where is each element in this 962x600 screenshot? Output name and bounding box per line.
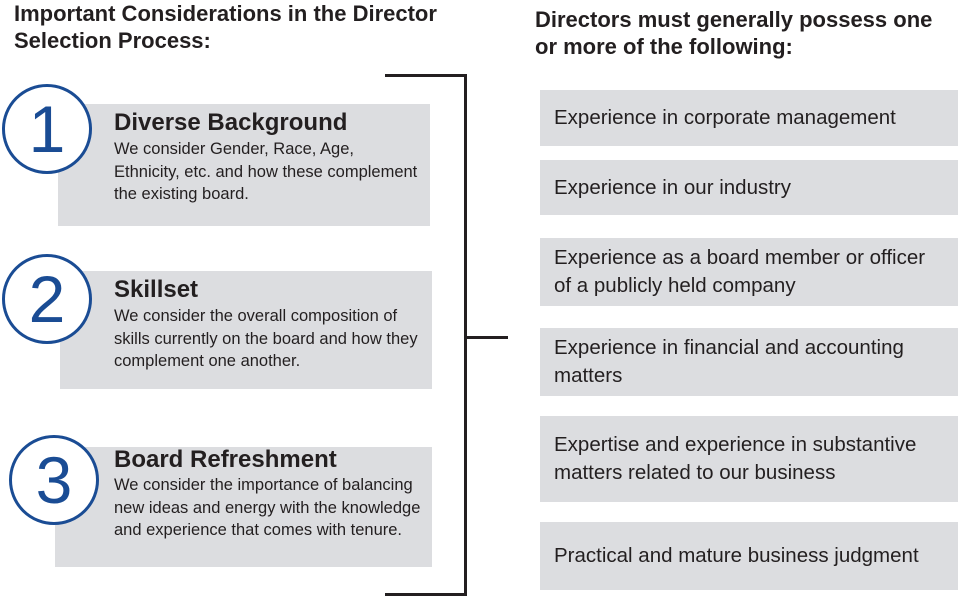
number-circle-3: 3: [9, 435, 99, 525]
requirement-item-5: Expertise and experience in substantive …: [540, 416, 958, 502]
requirement-item-1: Experience in corporate management: [540, 90, 958, 146]
bracket-connector: [464, 336, 508, 339]
bracket-bottom: [385, 593, 467, 596]
requirement-item-6: Practical and mature business judgment: [540, 522, 958, 590]
requirement-item-3: Experience as a board member or officer …: [540, 238, 958, 306]
requirement-item-4: Experience in financial and accounting m…: [540, 328, 958, 396]
consideration-title-1: Diverse Background: [114, 109, 348, 136]
consideration-desc-1: We consider Gender, Race, Age, Ethnicity…: [114, 140, 418, 203]
bracket-vertical: [464, 74, 467, 596]
consideration-box-2: [60, 271, 432, 389]
consideration-box-1: [58, 104, 430, 226]
left-heading: Important Considerations in the Director…: [14, 1, 437, 53]
bracket-top: [385, 74, 467, 77]
number-circle-2: 2: [2, 254, 92, 344]
number-circle-1: 1: [2, 84, 92, 174]
requirement-item-2: Experience in our industry: [540, 160, 958, 215]
consideration-desc-2: We consider the overall composition of s…: [114, 307, 418, 370]
consideration-title-3: Board Refreshment: [114, 446, 337, 473]
right-heading: Directors must generally possess one or …: [535, 7, 933, 59]
consideration-title-2: Skillset: [114, 276, 199, 303]
consideration-box-3: [55, 447, 432, 567]
consideration-desc-3: We consider the importance of balancing …: [114, 476, 421, 539]
